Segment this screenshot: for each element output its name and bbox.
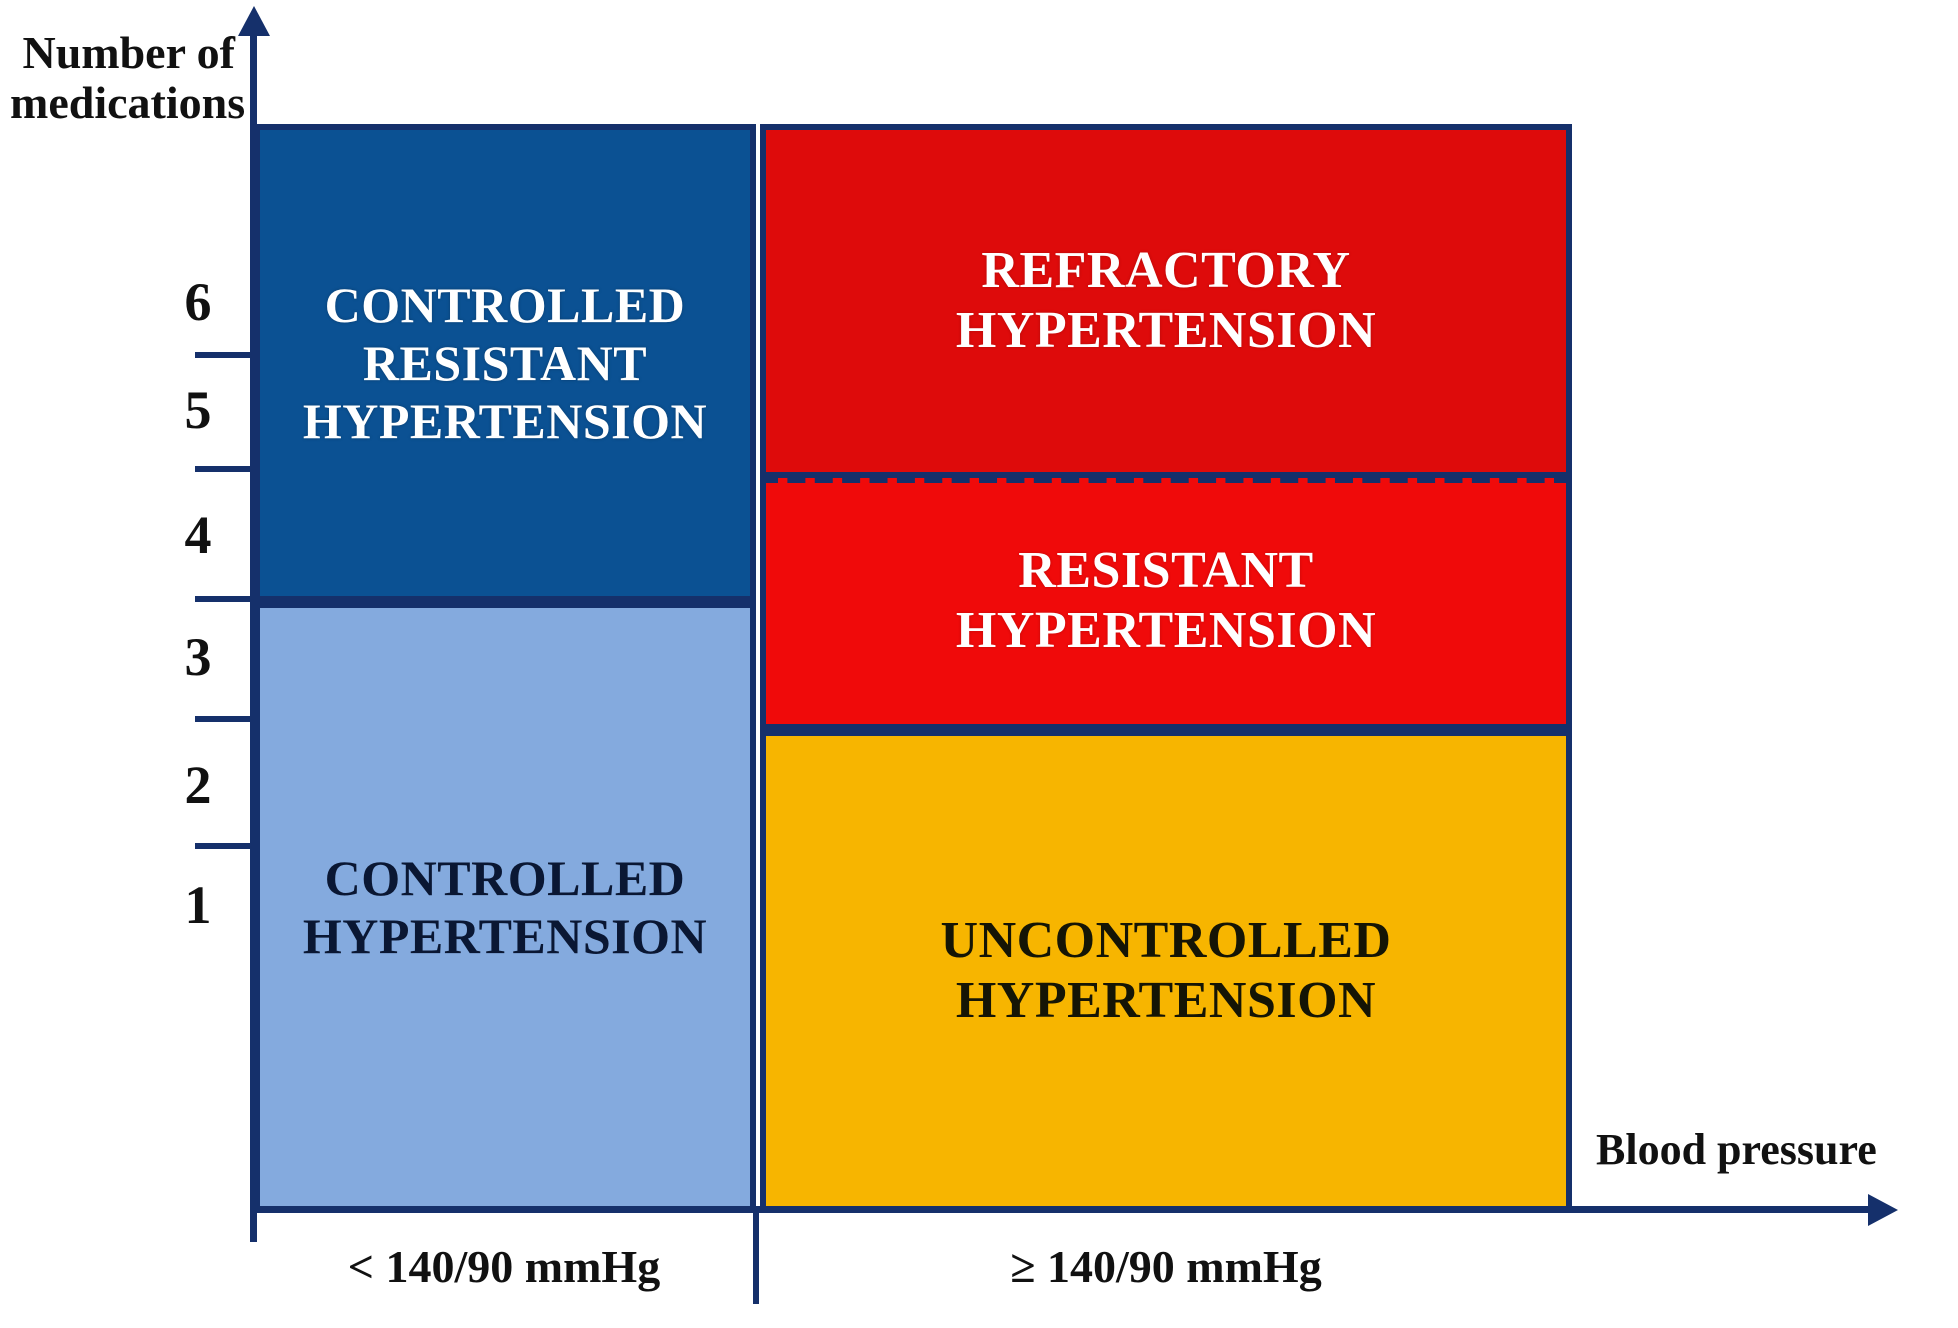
arrow-up-icon xyxy=(238,6,270,36)
refractory-resistant-dashed-divider xyxy=(760,474,1572,483)
block-resistant-label: RESISTANT HYPERTENSION xyxy=(956,541,1376,662)
y-tick-label-1: 1 xyxy=(184,875,212,935)
arrow-right-icon xyxy=(1868,1194,1898,1226)
label-line-2: RESISTANT xyxy=(362,335,648,391)
block-controlled-label: CONTROLLED HYPERTENSION xyxy=(303,849,707,965)
y-tick-label-6: 6 xyxy=(184,272,212,332)
y-axis-title-line1: Number of xyxy=(22,27,235,78)
block-resistant-hypertension[interactable]: RESISTANT HYPERTENSION xyxy=(760,478,1572,730)
y-axis-title: Number of medications xyxy=(10,27,246,128)
block-uncontrolled-hypertension[interactable]: UNCONTROLLED HYPERTENSION xyxy=(760,730,1572,1212)
y-tick-label-5: 5 xyxy=(184,380,212,440)
block-controlled-resistant-label: CONTROLLED RESISTANT HYPERTENSION xyxy=(303,276,707,450)
y-tick-mark-5 xyxy=(195,466,253,472)
y-tick-mark-3 xyxy=(195,716,253,722)
label-line-3: HYPERTENSION xyxy=(302,393,708,449)
label-line-1: UNCONTROLLED xyxy=(940,911,1392,969)
block-uncontrolled-label: UNCONTROLLED HYPERTENSION xyxy=(941,911,1392,1032)
x-axis-category-divider xyxy=(753,1206,759,1304)
label-line-1: CONTROLLED xyxy=(324,850,686,906)
y-tick-label-2: 2 xyxy=(184,755,212,815)
block-refractory-label: REFRACTORY HYPERTENSION xyxy=(956,241,1376,362)
label-line-2: HYPERTENSION xyxy=(955,602,1377,659)
label-line-2: HYPERTENSION xyxy=(955,302,1377,359)
y-tick-label-3: 3 xyxy=(184,627,212,687)
y-tick-label-4: 4 xyxy=(184,505,212,565)
y-axis-title-line2: medications xyxy=(10,76,246,128)
label-line-2: HYPERTENSION xyxy=(955,972,1377,1029)
label-line-2: HYPERTENSION xyxy=(302,908,708,964)
x-category-label-low: < 140/90 mmHg xyxy=(347,1241,661,1292)
block-refractory-hypertension[interactable]: REFRACTORY HYPERTENSION xyxy=(760,124,1572,478)
y-tick-mark-2 xyxy=(195,843,253,849)
y-tick-mark-6 xyxy=(195,352,253,358)
y-axis-line xyxy=(250,30,257,1242)
y-tick-mark-4 xyxy=(195,596,253,602)
x-axis-title: Blood pressure xyxy=(1596,1125,1877,1174)
label-line-1: REFRACTORY xyxy=(981,241,1351,299)
label-line-1: CONTROLLED xyxy=(324,277,686,333)
block-controlled-hypertension[interactable]: CONTROLLED HYPERTENSION xyxy=(254,602,756,1212)
label-line-1: RESISTANT xyxy=(1018,541,1314,599)
x-category-label-high: ≥ 140/90 mmHg xyxy=(1010,1241,1322,1292)
block-controlled-resistant-hypertension[interactable]: CONTROLLED RESISTANT HYPERTENSION xyxy=(254,124,756,602)
